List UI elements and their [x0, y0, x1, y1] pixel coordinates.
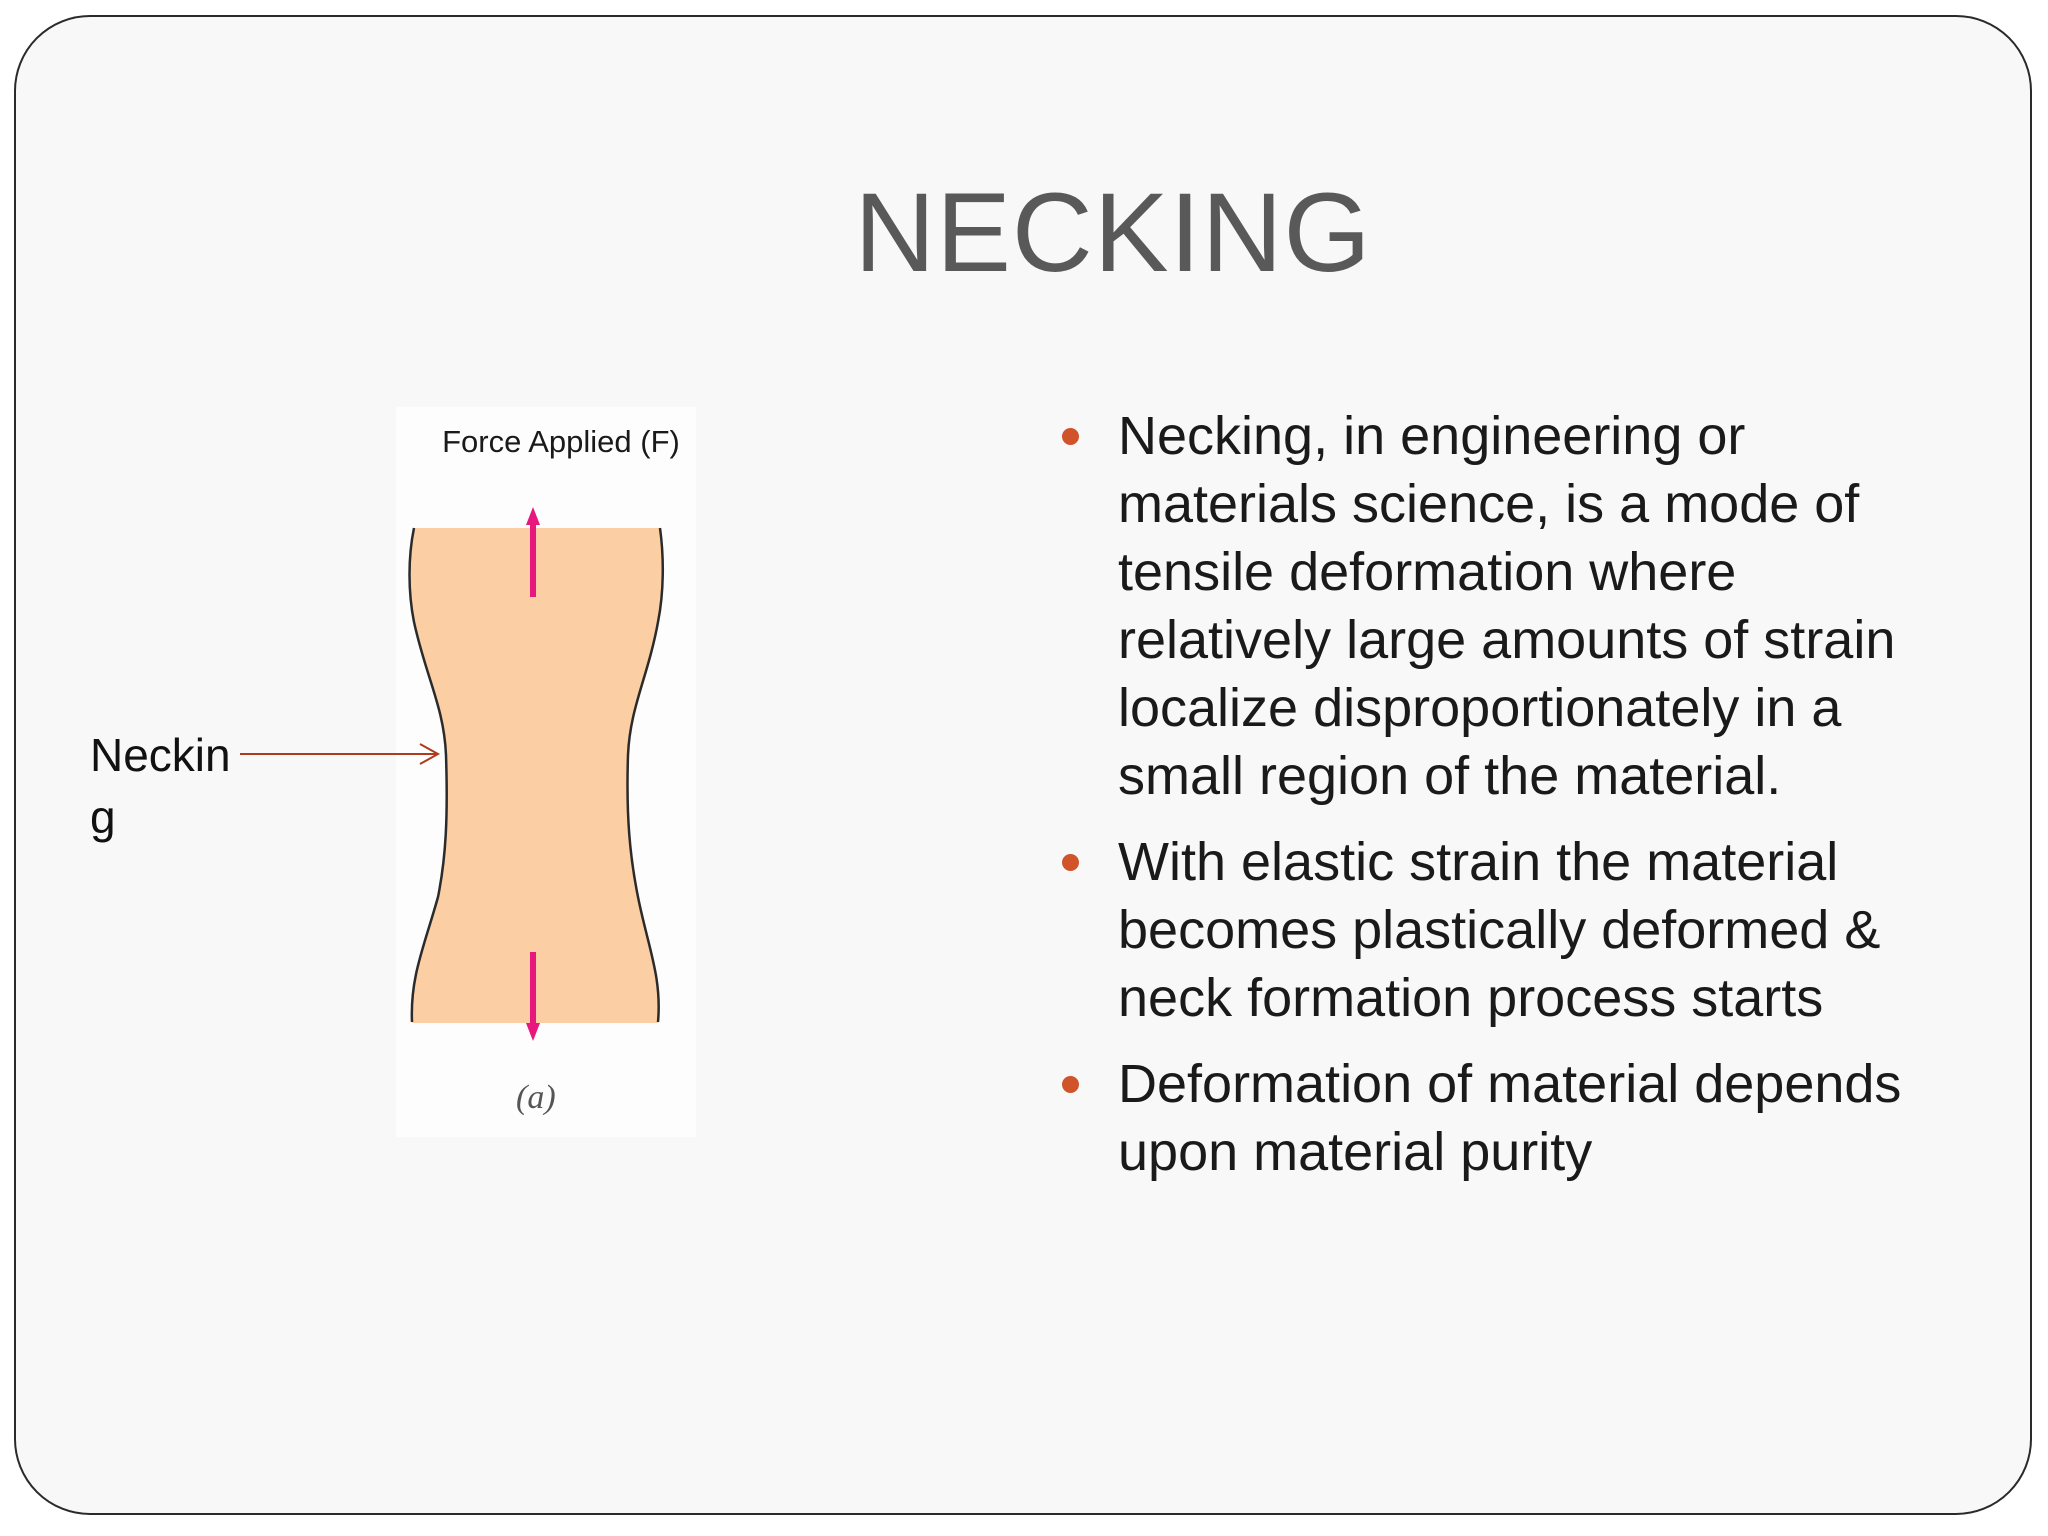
- necking-label: Necking: [90, 729, 231, 843]
- bullet-text: Necking, in engineering or materials sci…: [1118, 406, 1896, 806]
- bullet-text: Deformation of material depends upon mat…: [1118, 1054, 1902, 1182]
- bullet-text: With elastic strain the material becomes…: [1118, 832, 1881, 1028]
- slide-title: NECKING: [854, 170, 1372, 295]
- figure-caption: (a): [516, 1079, 556, 1116]
- bullet-list: Necking, in engineering or materials sci…: [1056, 402, 1956, 1204]
- bullet-item: Necking, in engineering or materials sci…: [1056, 402, 1956, 810]
- bullet-dot-icon: [1062, 1076, 1079, 1093]
- figure-background: [396, 407, 696, 1137]
- slide: Force Applied (F) (a) Necking NECKING Ne…: [14, 15, 2032, 1515]
- bullet-dot-icon: [1062, 854, 1079, 871]
- bullet-item: With elastic strain the material becomes…: [1056, 828, 1956, 1032]
- force-applied-label: Force Applied (F): [442, 424, 680, 459]
- bullet-dot-icon: [1062, 428, 1079, 445]
- bullet-item: Deformation of material depends upon mat…: [1056, 1050, 1956, 1186]
